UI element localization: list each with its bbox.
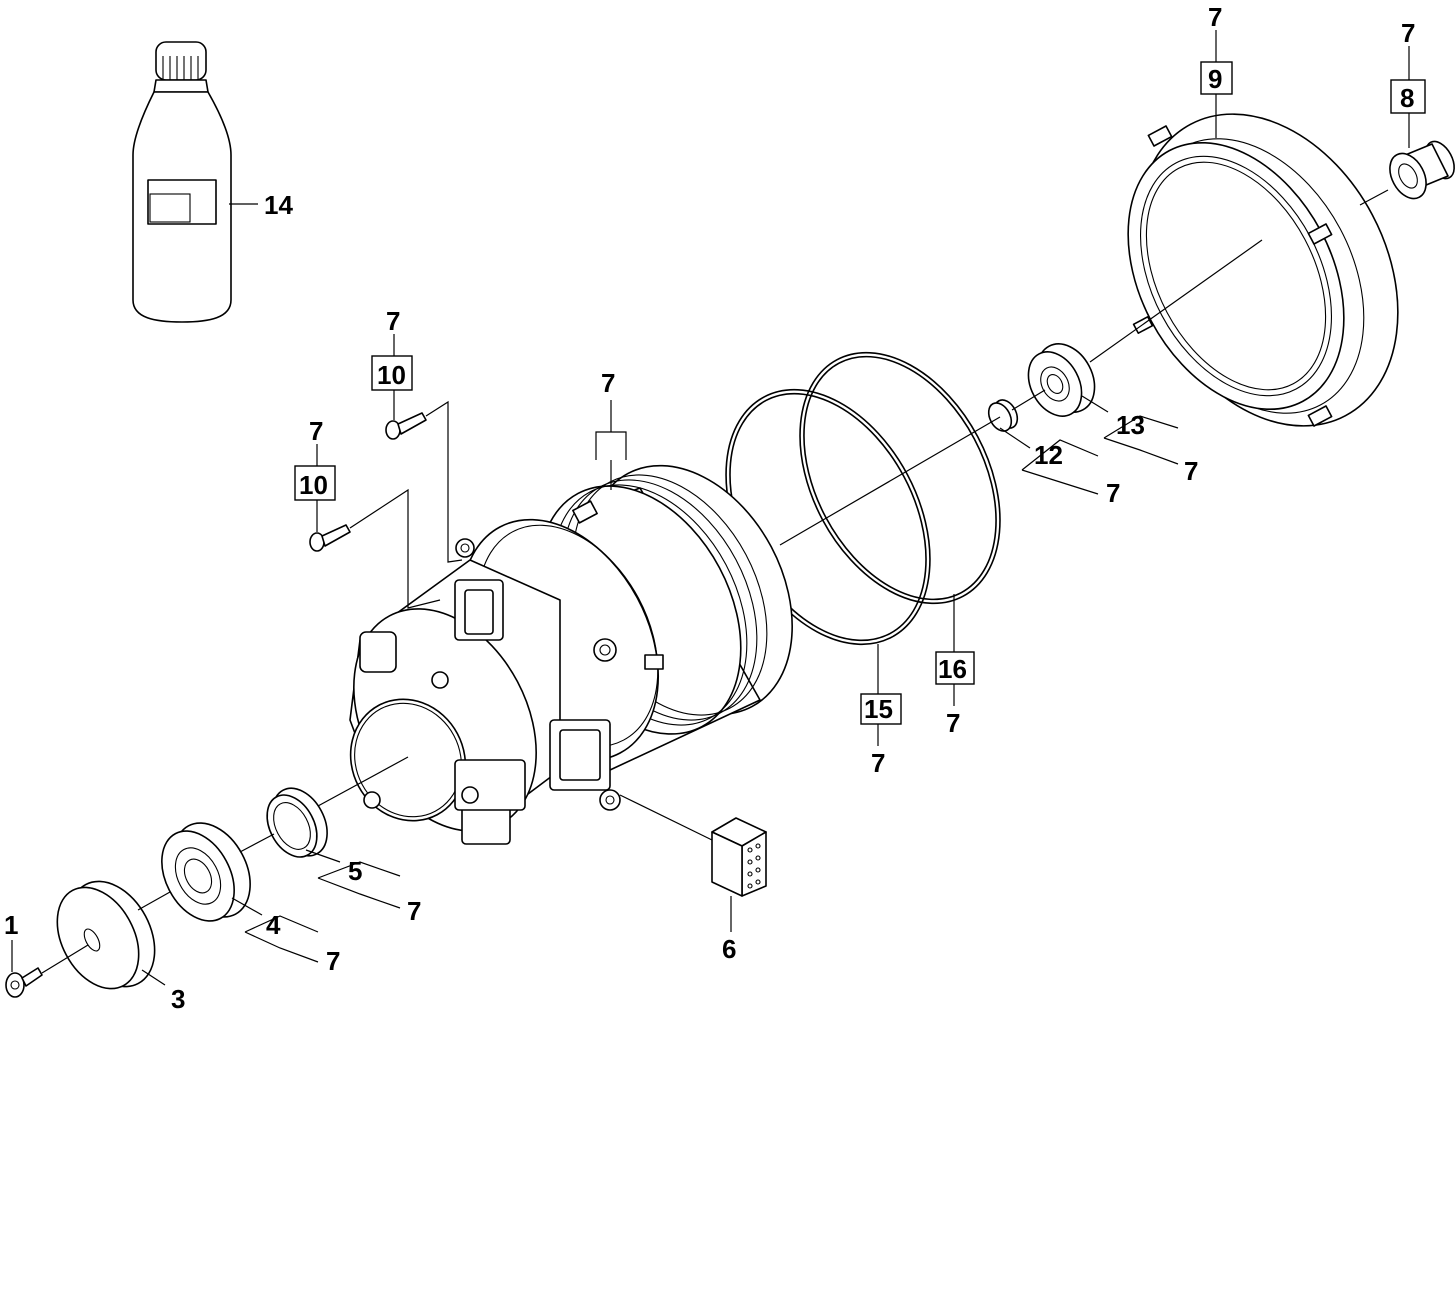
part-13-bearing: [1027, 343, 1096, 417]
part-14-bottle: [132, 41, 232, 323]
part-3-end-cap: [56, 880, 156, 990]
label-9: 9: [1208, 64, 1222, 94]
label-10-lower: 10: [299, 470, 328, 500]
label-8: 8: [1400, 83, 1414, 113]
part-8-cap: [1389, 140, 1455, 200]
label-7-5: 7: [407, 896, 421, 926]
label-7-12: 7: [1106, 478, 1120, 508]
box-label-15: [860, 693, 902, 725]
part-9-housing-ring: [1127, 113, 1399, 427]
part-12-ring: [987, 399, 1019, 432]
label-7-top-9: 7: [1208, 2, 1222, 32]
box-label-10-upper: [371, 355, 413, 391]
label-boxes: [294, 61, 1426, 725]
label-1: 1: [4, 910, 18, 940]
part-5-seal: [266, 787, 328, 858]
box-label-10-lower: [294, 465, 336, 501]
label-3: 3: [171, 984, 185, 1014]
label-6: 6: [722, 934, 736, 964]
label-7-top-8: 7: [1401, 18, 1415, 48]
label-14: 14: [264, 190, 293, 220]
label-4: 4: [266, 910, 281, 940]
label-7-15: 7: [871, 748, 885, 778]
label-7-16: 7: [946, 708, 960, 738]
leader-lines: [11, 30, 1410, 986]
part-6-brush-block: [711, 817, 767, 897]
box-label-9: [1200, 61, 1233, 95]
part-10-screw-lower: [309, 524, 351, 552]
part-16-o-ring: [799, 351, 1001, 605]
label-7-body: 7: [601, 368, 615, 398]
box-label-16: [935, 651, 975, 685]
box-label-8: [1390, 79, 1426, 114]
label-7-screw-upper: 7: [386, 306, 400, 336]
part-10-screw-upper: [385, 412, 427, 440]
part-4-bearing: [161, 822, 251, 922]
label-15: 15: [864, 694, 893, 724]
label-10-upper: 10: [377, 360, 406, 390]
part-1-screw: [5, 967, 43, 998]
label-7-4: 7: [326, 946, 340, 976]
label-13: 13: [1116, 410, 1145, 440]
label-7-screw-lower: 7: [309, 416, 323, 446]
label-7-13: 7: [1184, 456, 1198, 486]
label-5: 5: [348, 856, 362, 886]
label-16: 16: [938, 654, 967, 684]
motor-body: [349, 464, 793, 845]
label-12: 12: [1034, 440, 1063, 470]
labels: 14 7 9 7 8 7 10 7 10 7 13 7 12 7 16 7 15…: [4, 2, 1415, 1014]
